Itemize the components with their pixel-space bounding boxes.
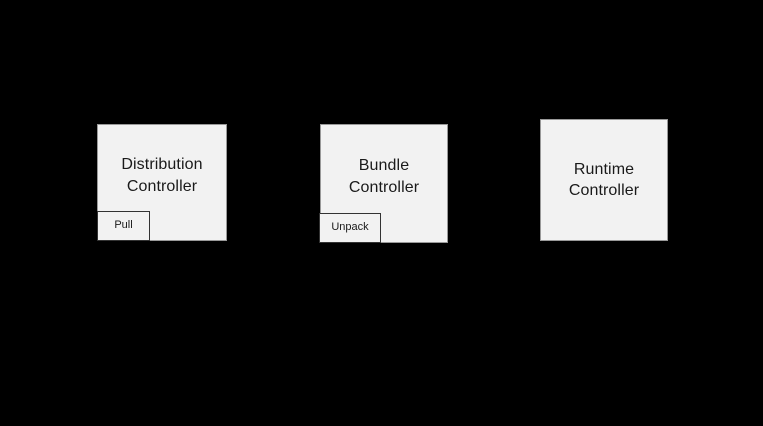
node-bundle-controller-label: Bundle Controller: [348, 157, 420, 196]
node-runtime-controller[interactable]: Runtime Controller: [540, 119, 668, 241]
sub-node-unpack[interactable]: Unpack: [319, 213, 381, 243]
sub-node-pull[interactable]: Pull: [97, 211, 150, 241]
sub-node-pull-label: Pull: [114, 219, 133, 232]
sub-node-unpack-label: Unpack: [331, 221, 369, 234]
node-distribution-controller-label: Distribution Controller: [121, 156, 203, 195]
node-runtime-controller-label: Runtime Controller: [568, 160, 640, 199]
